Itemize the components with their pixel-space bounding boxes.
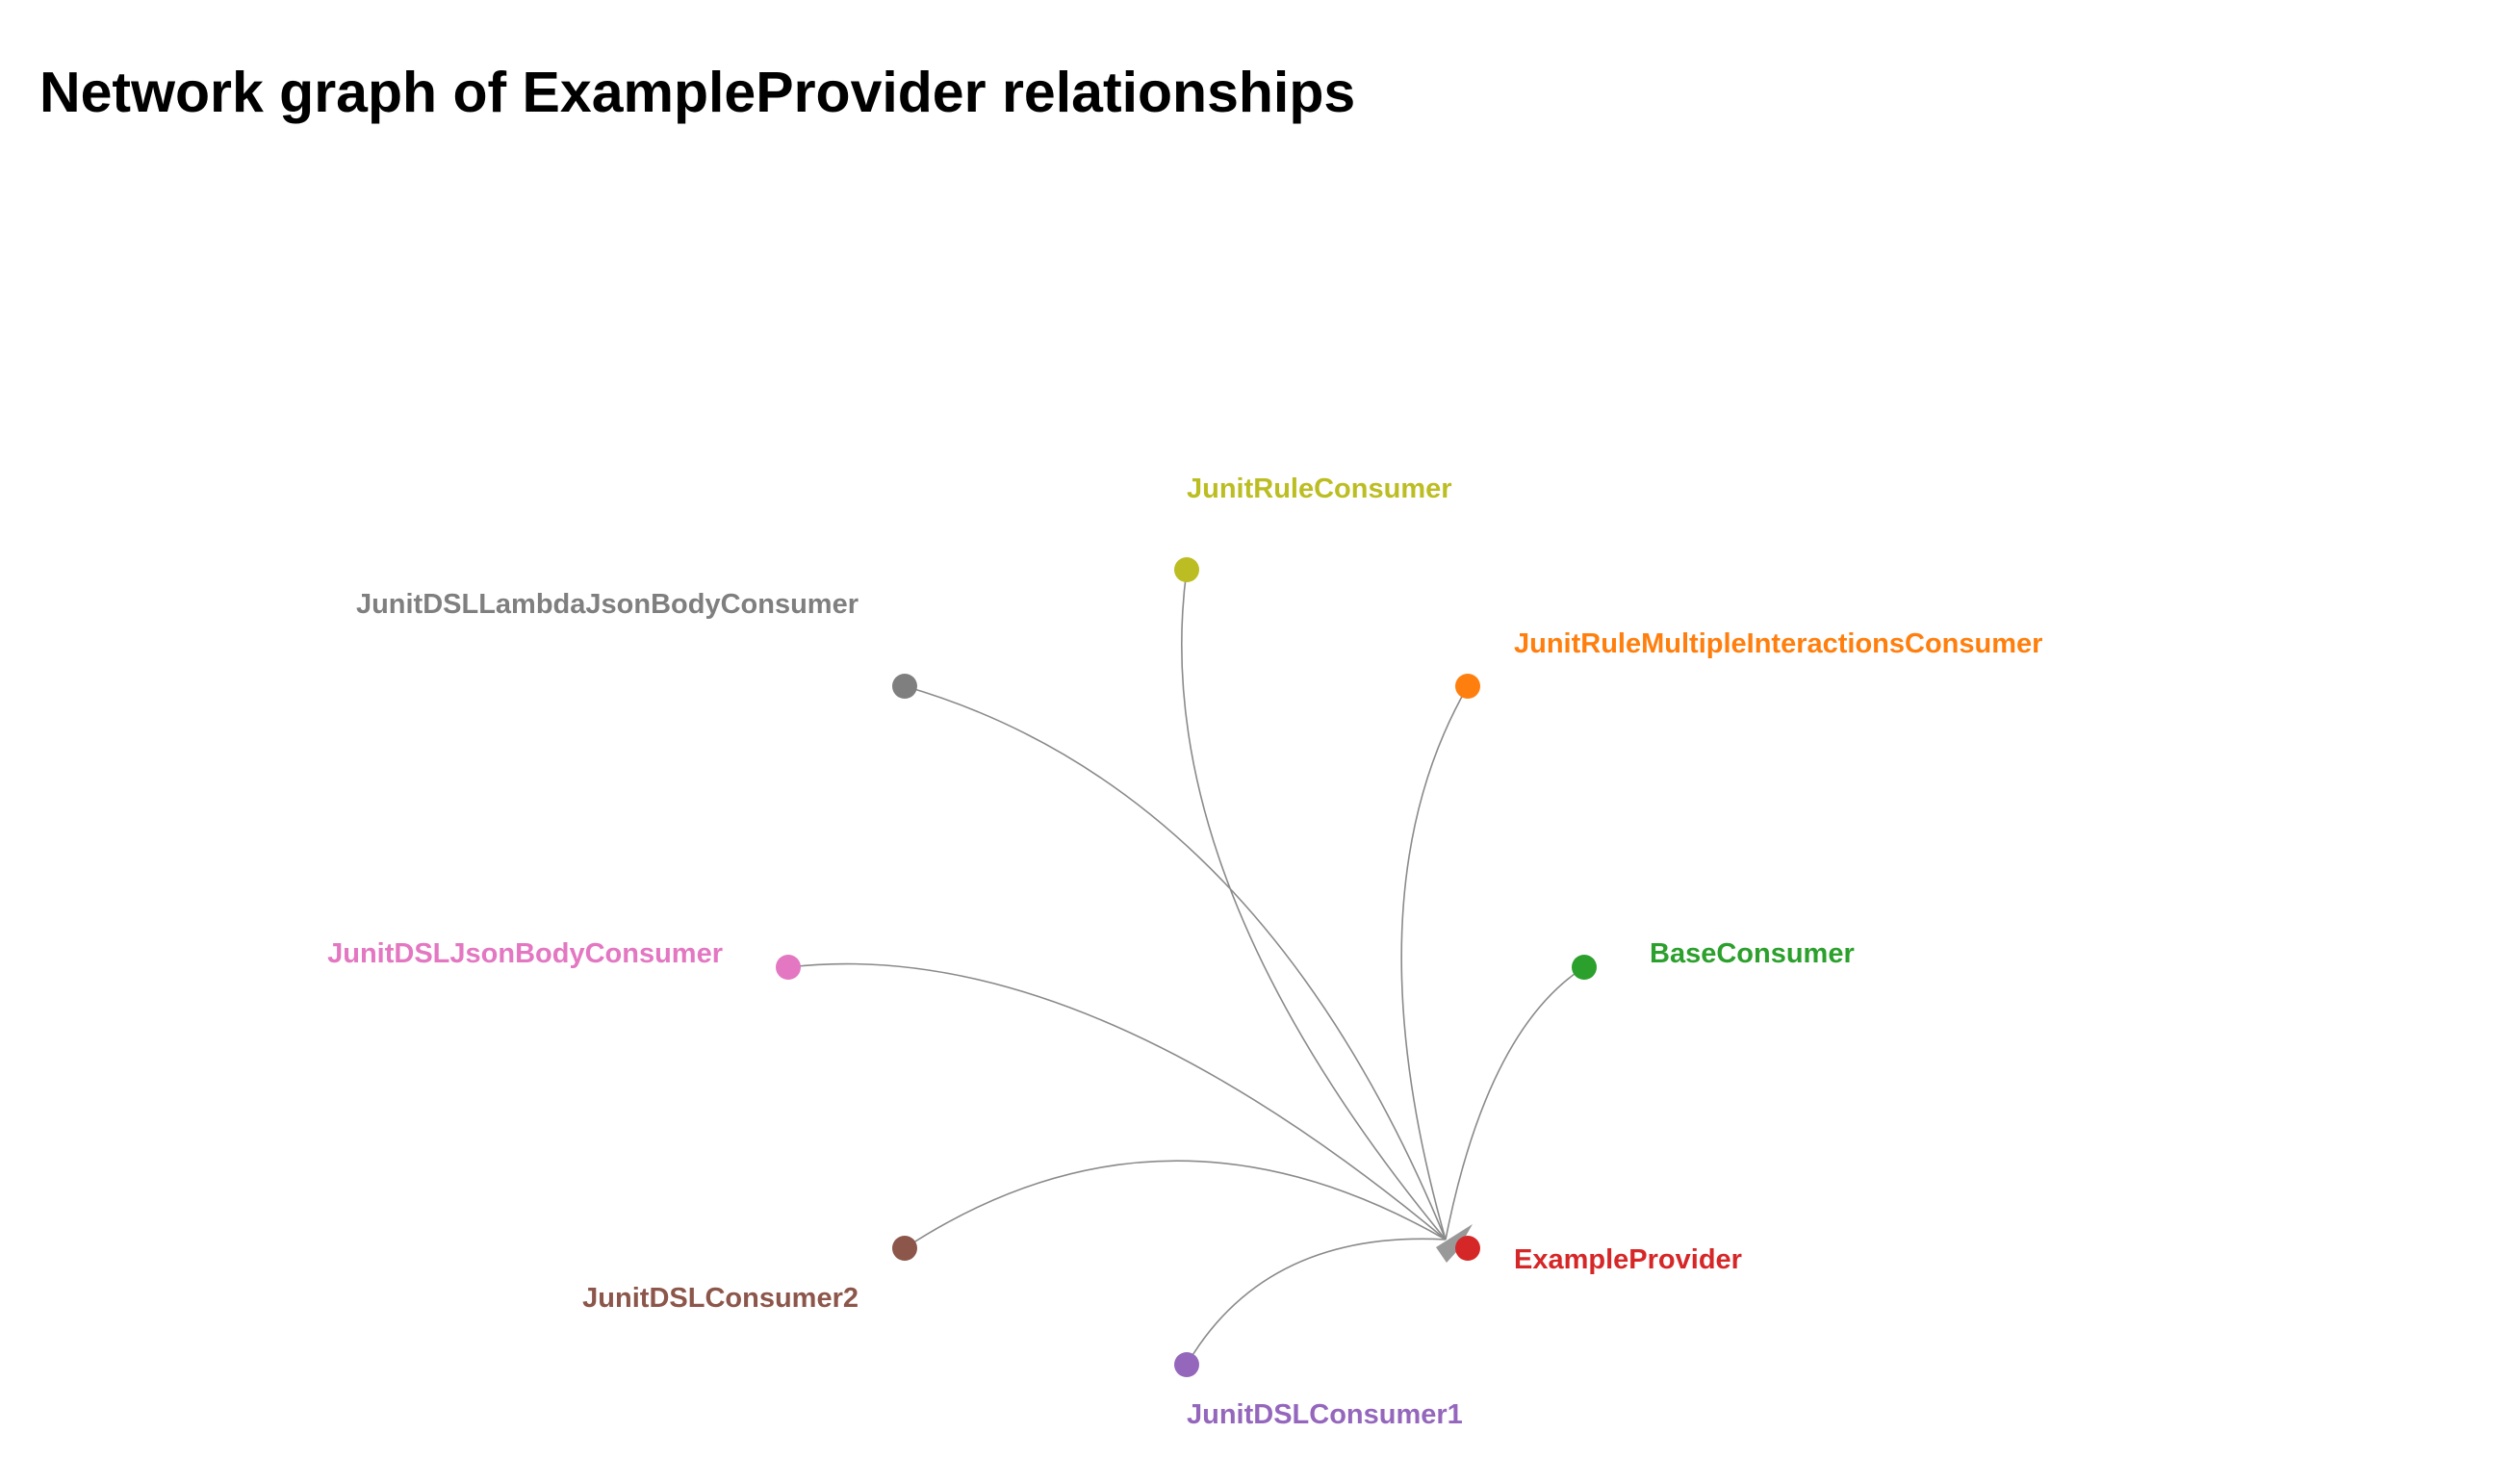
node-label-junit-dsl-consumer2: JunitDSLConsumer2	[582, 1283, 859, 1314]
node-label-base-consumer: BaseConsumer	[1650, 938, 1855, 969]
node-label-junit-dsl-lambda-json-body-consumer: JunitDSLLambdaJsonBodyConsumer	[356, 589, 859, 620]
node-junit-dsl-consumer1[interactable]	[1174, 1352, 1199, 1377]
edge-junit-dsl-consumer2-to-example-provider	[904, 1160, 1447, 1249]
node-label-example-provider: ExampleProvider	[1514, 1244, 1742, 1275]
page-title: Network graph of ExampleProvider relatio…	[39, 61, 1356, 124]
edge-junit-rule-multiple-interactions-consumer-to-example-provider	[1400, 685, 1469, 1241]
node-base-consumer[interactable]	[1572, 955, 1597, 980]
node-layer	[776, 557, 1597, 1377]
arrow-layer	[1436, 1224, 1473, 1263]
node-junit-dsl-lambda-json-body-consumer[interactable]	[892, 674, 917, 699]
arrowhead-icon	[1436, 1224, 1473, 1263]
label-layer: ExampleProvider BaseConsumer JunitRuleMult…	[327, 473, 2042, 1430]
edge-junit-dsl-lambda-json-body-consumer-to-example-provider	[904, 685, 1447, 1241]
node-label-junit-dsl-json-body-consumer: JunitDSLJsonBodyConsumer	[327, 938, 723, 969]
node-label-junit-dsl-consumer1: JunitDSLConsumer1	[1187, 1399, 1463, 1430]
edge-junit-dsl-consumer1-to-example-provider	[1186, 1238, 1447, 1366]
node-junit-dsl-consumer2[interactable]	[892, 1236, 917, 1261]
node-example-provider[interactable]	[1455, 1236, 1480, 1261]
edge-layer	[787, 569, 1585, 1366]
edge-base-consumer-to-example-provider	[1445, 966, 1585, 1241]
node-junit-rule-consumer[interactable]	[1174, 557, 1199, 582]
node-label-junit-rule-multiple-interactions-consumer: JunitRuleMultipleInteractionsConsumer	[1514, 628, 2042, 659]
node-junit-dsl-json-body-consumer[interactable]	[776, 955, 801, 980]
node-label-junit-rule-consumer: JunitRuleConsumer	[1187, 473, 1452, 504]
node-junit-rule-multiple-interactions-consumer[interactable]	[1455, 674, 1480, 699]
edge-junit-dsl-json-body-consumer-to-example-provider	[787, 962, 1447, 1241]
